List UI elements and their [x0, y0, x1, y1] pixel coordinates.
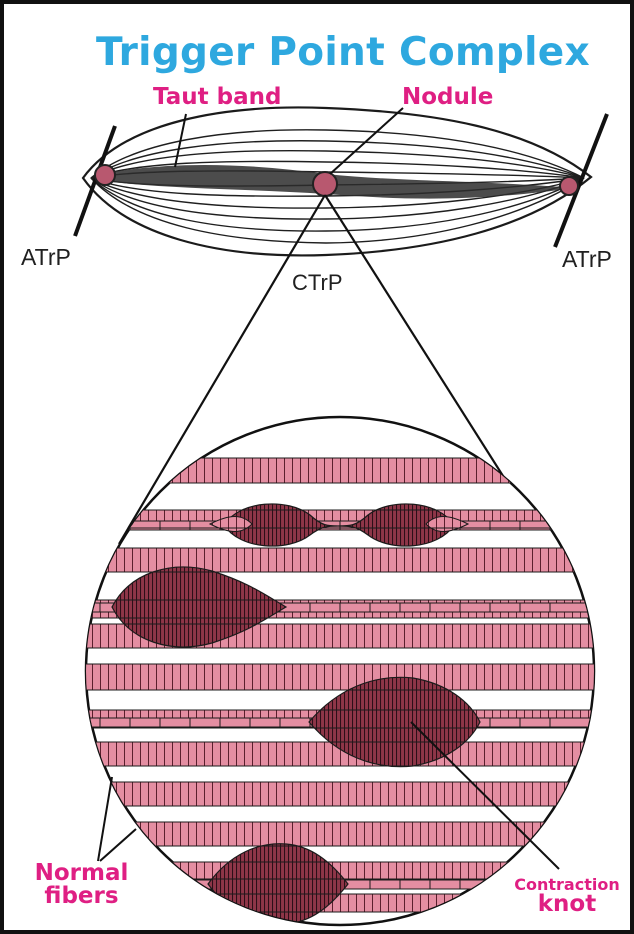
- fiber-row-9: [74, 782, 614, 806]
- fiber-row-1: [74, 458, 614, 483]
- label-contraction-line-2: knot: [499, 893, 634, 916]
- normal-fiber-pointer-top: [98, 777, 112, 861]
- fiber-row-3: [74, 548, 614, 572]
- label-ctrp: CTrP: [292, 272, 343, 294]
- magnified-view: [74, 417, 614, 925]
- trigger-point-illustration: [4, 4, 634, 934]
- label-atrp-right: ATrP: [562, 248, 612, 271]
- label-normal-fibers: Normal fibers: [24, 862, 139, 909]
- fiber-row-6: [74, 664, 614, 690]
- central-ctrp-point: [313, 172, 337, 196]
- left-atrp-point: [95, 165, 115, 185]
- label-nodule: Nodule: [402, 86, 493, 109]
- label-atrp-left: ATrP: [21, 246, 71, 269]
- label-normal-line-2: fibers: [44, 883, 118, 909]
- label-taut-band: Taut band: [153, 86, 281, 109]
- right-atrp-point: [560, 177, 578, 195]
- diagram-title: Trigger Point Complex: [96, 30, 551, 75]
- normal-fiber-pointer-bottom: [100, 829, 136, 861]
- label-contraction-knot: Contraction knot: [499, 877, 634, 917]
- label-normal-line-1: Normal: [35, 860, 129, 886]
